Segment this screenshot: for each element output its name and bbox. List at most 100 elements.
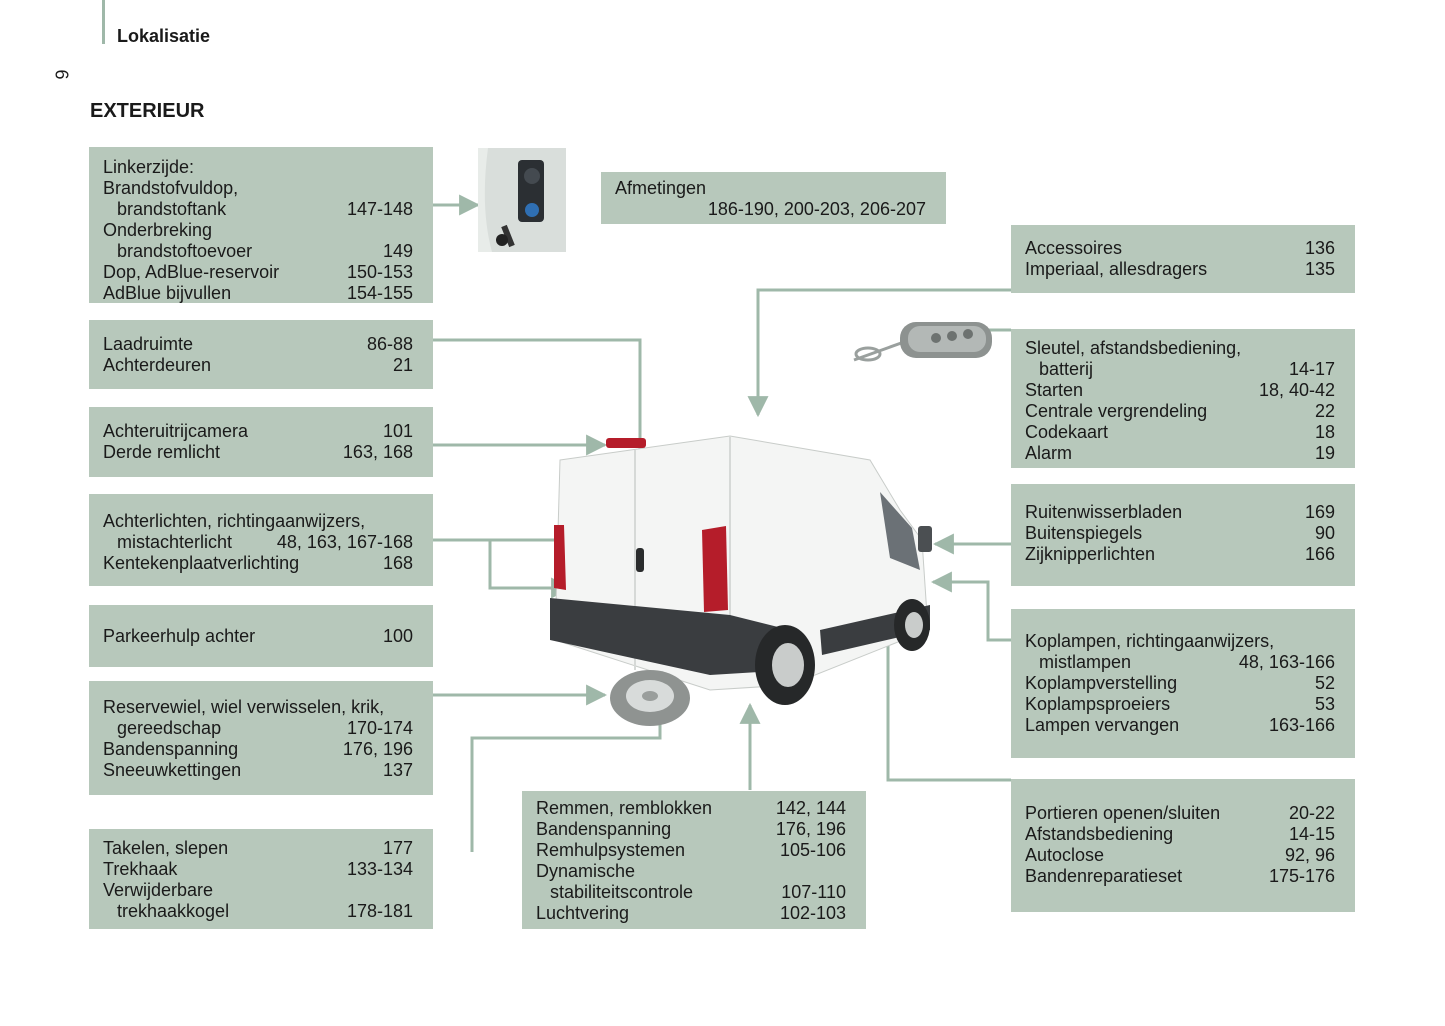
van-image bbox=[550, 435, 932, 705]
index-page-ref: 178-181 bbox=[346, 901, 413, 921]
index-row: Achteruitrijcamera 101 bbox=[103, 421, 413, 442]
index-row: mistlampen 48, 163-166 bbox=[1025, 652, 1335, 673]
index-label: Bandenreparatieset bbox=[1025, 866, 1183, 886]
spare-wheel-image bbox=[610, 670, 690, 726]
index-row: Onderbreking bbox=[103, 220, 413, 241]
page-title: EXTERIEUR bbox=[90, 100, 205, 122]
index-page-ref: 90 bbox=[1314, 523, 1335, 543]
index-page-ref: 133-134 bbox=[346, 859, 413, 879]
box-linkerzijde: Linkerzijde:Brandstofvuldop,brandstoftan… bbox=[89, 147, 433, 303]
index-row: Accessoires 136 bbox=[1025, 238, 1335, 259]
index-row: Linkerzijde: bbox=[103, 157, 413, 178]
index-page-ref: 48, 163-166 bbox=[1238, 652, 1335, 672]
index-page-ref: 53 bbox=[1314, 694, 1335, 714]
index-label: Koplampsproeiers bbox=[1025, 694, 1171, 714]
index-label: Achterdeuren bbox=[103, 355, 212, 375]
box-parkeerhulp: Parkeerhulp achter 100 bbox=[89, 605, 433, 667]
index-label: Takelen, slepen bbox=[103, 838, 229, 858]
index-label: Autoclose bbox=[1025, 845, 1105, 865]
box-reservewiel: Reservewiel, wiel verwisselen, krik,gere… bbox=[89, 681, 433, 795]
index-row: Koplampsproeiers 53 bbox=[1025, 694, 1335, 715]
index-page-ref: 135 bbox=[1304, 259, 1335, 279]
index-label: Reservewiel, wiel verwisselen, krik, bbox=[103, 697, 385, 717]
index-label: Centrale vergrendeling bbox=[1025, 401, 1208, 421]
index-page-ref: 176, 196 bbox=[342, 739, 413, 759]
index-page-ref: 14-17 bbox=[1288, 359, 1335, 379]
index-page-ref: 86-88 bbox=[366, 334, 413, 354]
index-label: mistlampen bbox=[1039, 652, 1132, 672]
index-label: Bandenspanning bbox=[536, 819, 672, 839]
index-label: Onderbreking bbox=[103, 220, 213, 240]
index-label: Remhulpsystemen bbox=[536, 840, 686, 860]
index-page-ref: 18 bbox=[1314, 422, 1335, 442]
index-page-ref: 163-166 bbox=[1268, 715, 1335, 735]
index-page-ref: 150-153 bbox=[346, 262, 413, 282]
index-label: Brandstofvuldop, bbox=[103, 178, 239, 198]
index-page-ref: 101 bbox=[382, 421, 413, 441]
index-label: Verwijderbare bbox=[103, 880, 214, 900]
index-label: brandstoftoevoer bbox=[117, 241, 253, 261]
index-page-ref: 102-103 bbox=[779, 903, 846, 923]
index-page-ref: 147-148 bbox=[346, 199, 413, 219]
index-label: Kentekenplaatverlichting bbox=[103, 553, 300, 573]
key-remote-image bbox=[853, 322, 992, 362]
index-page-ref: 149 bbox=[382, 241, 413, 261]
index-page-ref: 142, 144 bbox=[775, 798, 846, 818]
index-label: Achteruitrijcamera bbox=[103, 421, 249, 441]
index-page-ref: 100 bbox=[382, 626, 413, 646]
index-page-ref: 136 bbox=[1304, 238, 1335, 258]
index-row: Koplampen, richtingaanwijzers, bbox=[1025, 631, 1335, 652]
index-label: Accessoires bbox=[1025, 238, 1123, 258]
index-label: Afstandsbediening bbox=[1025, 824, 1174, 844]
index-label: Parkeerhulp achter bbox=[103, 626, 256, 646]
index-page-ref: 18, 40-42 bbox=[1258, 380, 1335, 400]
index-row: Afmetingen bbox=[615, 178, 926, 199]
index-row: 186-190, 200-203, 206-207 bbox=[615, 199, 926, 220]
index-row: Kentekenplaatverlichting 168 bbox=[103, 553, 413, 574]
index-label: Buitenspiegels bbox=[1025, 523, 1143, 543]
index-row: Achterlichten, richtingaanwijzers, bbox=[103, 511, 413, 532]
index-row: Lampen vervangen 163-166 bbox=[1025, 715, 1335, 736]
index-label: Trekhaak bbox=[103, 859, 178, 879]
index-page-ref: 92, 96 bbox=[1284, 845, 1335, 865]
index-label: Achterlichten, richtingaanwijzers, bbox=[103, 511, 366, 531]
box-koplampen: Koplampen, richtingaanwijzers,mistlampen… bbox=[1011, 609, 1355, 758]
box-achterlichten: Achterlichten, richtingaanwijzers,mistac… bbox=[89, 494, 433, 586]
index-label: Afmetingen bbox=[615, 178, 707, 198]
index-row: brandstoftoevoer 149 bbox=[103, 241, 413, 262]
index-page-ref: 52 bbox=[1314, 673, 1335, 693]
index-page-ref: 20-22 bbox=[1288, 803, 1335, 823]
index-row: Autoclose 92, 96 bbox=[1025, 845, 1335, 866]
index-row: Dynamische bbox=[536, 861, 846, 882]
index-page-ref: 154-155 bbox=[346, 283, 413, 303]
index-label: Zijknipperlichten bbox=[1025, 544, 1156, 564]
index-page-ref: 14-15 bbox=[1288, 824, 1335, 844]
index-label: Dop, AdBlue-reservoir bbox=[103, 262, 280, 282]
index-page-ref: 137 bbox=[382, 760, 413, 780]
index-page-ref: 168 bbox=[382, 553, 413, 573]
index-page-ref: 48, 163, 167-168 bbox=[276, 532, 413, 552]
index-page-ref: 163, 168 bbox=[342, 442, 413, 462]
index-label: Lampen vervangen bbox=[1025, 715, 1180, 735]
